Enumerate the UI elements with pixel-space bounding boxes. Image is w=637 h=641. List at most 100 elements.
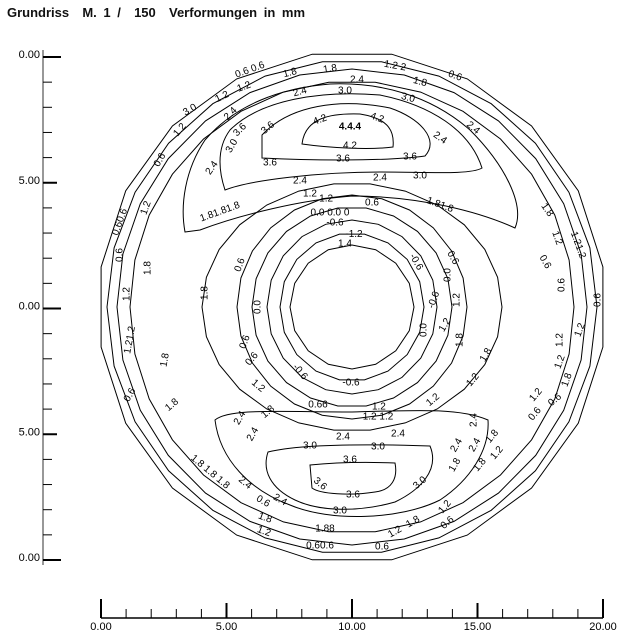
contour-minus-0.6 <box>279 233 425 381</box>
contour-label: 0.0 <box>443 268 454 282</box>
contour-label: 1.21.2 <box>122 325 138 355</box>
contour-label: 0.6 <box>526 405 544 423</box>
contour-label: 1.8 <box>143 261 154 275</box>
contour-label: 3.0 <box>400 91 417 105</box>
contour-label: 0.6 <box>593 293 604 307</box>
y-tick-label: 0.00 <box>19 49 40 61</box>
contour-label: 1.2 <box>488 444 506 462</box>
contour-label: 3.6 <box>263 158 277 169</box>
contour-label: 1.2 <box>171 121 189 139</box>
contour-0.6-inner <box>251 207 453 407</box>
contour-label: 1.2 1.2 <box>363 412 394 423</box>
contour-label: 2.4 <box>373 173 387 184</box>
contour-3.6-top <box>261 103 431 161</box>
contour-2.4-top <box>182 83 519 233</box>
contour-label: 1.2 <box>236 79 253 94</box>
contour-1.8 <box>129 81 575 533</box>
contour-label: 1.8 <box>257 511 274 526</box>
contour-label: 0.6 <box>238 333 253 350</box>
contour-label: 3.0 <box>413 171 427 182</box>
contour-label: 1.8 <box>282 66 299 80</box>
contour-label: 3.0 <box>333 506 347 517</box>
contour-label: 1.2 <box>527 386 545 404</box>
contour-label: 3.6 <box>259 119 277 137</box>
contour-label: 1.2 <box>424 391 442 409</box>
contour-label: 3.0 <box>371 442 385 453</box>
contour-label: 2.4 <box>204 159 221 177</box>
contour-label: 0.0 <box>253 300 264 314</box>
contour-1.2-inner <box>236 194 468 420</box>
contour-label: 2.4 <box>336 432 350 443</box>
contour-label: 0.6 <box>365 198 379 209</box>
contour-label: 2.4 <box>222 105 240 123</box>
contour-label: 1.2 <box>122 287 133 301</box>
x-tick-label: 20.00 <box>589 621 617 633</box>
contour-label: 1.8 <box>163 396 181 414</box>
contour-label: 3.0 <box>224 137 241 155</box>
inner-opening <box>289 244 415 370</box>
contour-label: 1.2 <box>555 333 566 347</box>
contour-label: 1.2 <box>255 524 272 539</box>
contour-label: 4.2 <box>369 111 386 126</box>
contour-label: 0.0 0.0 0 <box>311 208 350 219</box>
contour-label: 1.2 <box>372 402 386 413</box>
contour-label: 2.4 <box>271 492 289 509</box>
contour-label: 3.0 <box>181 102 199 119</box>
contour-label: 0.6 <box>243 350 261 368</box>
contour-1.2 <box>116 68 588 546</box>
contour-label: 1.8 <box>447 456 464 474</box>
contour-label: 0.6 <box>447 69 464 84</box>
contour-label: 1.8 <box>471 456 489 474</box>
contour-label: 2.4 <box>448 436 465 454</box>
contour-label: 2.4 <box>391 429 405 440</box>
contour-label: 2.4 <box>293 176 307 187</box>
contour-label: 3.6 <box>231 121 249 139</box>
contour-label: 1.8 <box>560 371 575 388</box>
contour-label: 3.6 <box>403 152 417 163</box>
contour-label: 0.6 <box>115 248 126 262</box>
contour-label: -0.6 <box>342 378 360 389</box>
contour-3.6-bottom <box>309 461 397 495</box>
contour-0.0 <box>266 219 438 395</box>
contour-label: -0.6 <box>407 252 425 273</box>
contour-label: 1.81.8 <box>425 195 455 215</box>
contour-label: 1.8 <box>200 286 211 300</box>
outer-boundary <box>100 53 604 561</box>
x-tick-label: 5.00 <box>216 621 237 633</box>
contour-1.8-inner <box>201 183 503 431</box>
y-tick-label: 0.00 <box>19 301 40 313</box>
contour-label: 1.2 <box>319 193 333 204</box>
x-tick-label: 15.00 <box>464 621 492 633</box>
contour-label: 1.88 <box>315 524 335 535</box>
contour-label: -0.6 <box>426 290 442 310</box>
contour-label: -0.6 <box>326 218 344 229</box>
contour-label: 3.0 <box>303 441 317 452</box>
contour-label: 1.8 <box>412 75 429 89</box>
contour-label: 3.6 <box>336 154 350 165</box>
contour-label: 1.2 <box>452 293 463 307</box>
contour-label: 0.6 <box>152 151 169 169</box>
contour-label: 1.8 <box>404 514 422 531</box>
contour-label: 0.6 <box>444 249 461 267</box>
contour-label: 1.2 <box>139 199 154 216</box>
contour-label: 2.4 <box>245 425 262 443</box>
contour-0.6 <box>106 61 598 553</box>
contour-label: 0.60.6 <box>110 207 130 237</box>
contour-4.2-top <box>301 113 394 149</box>
contour-label: 1.2 <box>249 377 267 395</box>
contour-label: 2.4 <box>236 474 254 492</box>
contour-label: 0.66 <box>308 400 328 411</box>
contour-3.0-bottom <box>265 444 434 510</box>
contour-lines <box>100 53 604 561</box>
contour-label: 3.0 <box>338 86 352 97</box>
y-tick-label: 0.00 <box>19 552 40 564</box>
contour-label: 1.2 <box>303 189 317 200</box>
contour-label: -1.2 <box>345 229 363 240</box>
contour-label: 1.8 <box>159 352 172 368</box>
contour-label: 0.6 <box>233 256 248 273</box>
contour-label: 3.6 <box>311 475 329 493</box>
plot-title: Grundriss M. 1 / 150 Verformungen in mm <box>7 5 306 20</box>
